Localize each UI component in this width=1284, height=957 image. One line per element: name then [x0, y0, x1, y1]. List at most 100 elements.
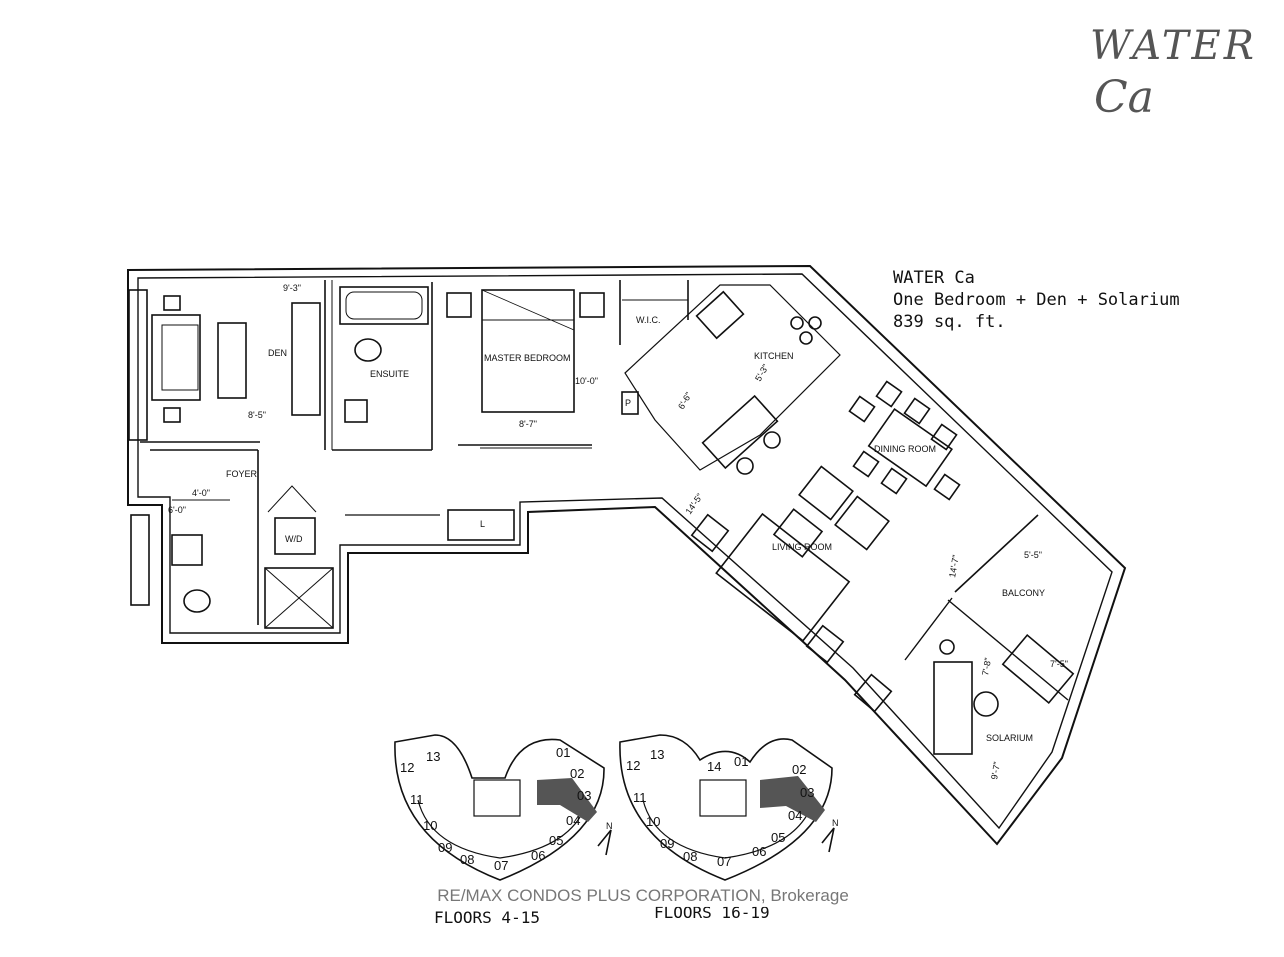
key-plan-2-unit-13: 13: [650, 747, 664, 762]
key-plan-2-label: FLOORS 16-19: [654, 903, 770, 922]
solarium-stool: [939, 639, 955, 655]
key-plan-2-unit-04: 04: [788, 808, 802, 823]
key-plan-1-outline: [394, 734, 605, 881]
key-plan-1-unit-06: 06: [531, 848, 545, 863]
key-plan-floors-4-15: 01 02 03 04 05 06 07 08 09 10 11 12 13 N…: [394, 734, 613, 927]
room-label-pantry: P: [625, 398, 631, 408]
stove-burner-3: [799, 331, 813, 345]
bath-toilet: [183, 589, 211, 613]
exterior-wall-outer: [127, 264, 1127, 846]
dimension-den-width: 9'-3": [283, 283, 301, 293]
vanity: [344, 399, 368, 423]
room-label-balcony: BALCONY: [1002, 588, 1045, 598]
dimension-balcony-depth: 7'-5": [1050, 659, 1068, 669]
pantry: [621, 391, 639, 415]
solarium-bench: [933, 661, 973, 755]
toilet: [354, 338, 382, 362]
unit-type: One Bedroom + Den + Solarium: [893, 290, 1180, 310]
stool-1: [736, 457, 754, 475]
stool-2: [763, 431, 781, 449]
key-plan-1-north-label: N: [606, 821, 613, 831]
bed: [481, 289, 575, 413]
solarium-table: [973, 691, 999, 717]
dimension-kitchen-b: 6'-6": [676, 390, 694, 411]
room-label-dining-room: DINING ROOM: [874, 444, 936, 454]
room-label-kitchen: KITCHEN: [754, 351, 794, 361]
balcony-wall: [954, 514, 1039, 593]
key-plan-2-highlight: [760, 776, 825, 822]
dimension-living-depth: 14'-7": [947, 554, 961, 578]
solarium-door: [904, 597, 953, 661]
key-plan-1-unit-12: 12: [400, 760, 414, 775]
dimension-balcony-width: 5'-5": [1024, 550, 1042, 560]
key-plan-2-unit-05: 05: [771, 830, 785, 845]
den-window: [128, 289, 148, 441]
side-table-2: [805, 624, 845, 664]
linen-closet: [447, 509, 515, 541]
key-plan-1-unit-09: 09: [438, 840, 452, 855]
key-plan-2-unit-01: 01: [734, 754, 748, 769]
dining-chair-5: [852, 450, 880, 478]
dimension-kitchen-a: 5'-3": [753, 362, 771, 383]
key-plan-2-unit-02: 02: [792, 762, 806, 777]
brokerage-watermark: RE/MAX CONDOS PLUS CORPORATION, Brokerag…: [386, 885, 900, 907]
side-table: [690, 513, 730, 553]
key-plan-1-highlight: [537, 778, 597, 822]
coffee-table: [217, 322, 247, 399]
mechanical-shaft: [264, 567, 334, 629]
radiator: [853, 673, 893, 713]
bathtub: [339, 286, 429, 325]
dining-chair-7: [933, 473, 961, 501]
nightstand-2: [579, 292, 605, 318]
ottoman: [772, 508, 824, 558]
handwritten-line-2: Ca: [1094, 72, 1154, 123]
key-plan-1-north-arrow: [597, 829, 612, 856]
room-label-washer-dryer: W/D: [285, 534, 303, 544]
armchair-1: [798, 465, 854, 521]
key-plan-2-core: [699, 779, 747, 817]
unit-size: 839 sq. ft.: [893, 312, 1006, 332]
dimension-bedroom-depth: 10'-0": [575, 376, 598, 386]
chair-1: [163, 295, 181, 311]
key-plan-1-unit-04: 04: [566, 813, 580, 828]
key-plan-1-unit-13: 13: [426, 749, 440, 764]
living-sofa: [715, 512, 851, 642]
key-plan-1-label: FLOORS 4-15: [434, 908, 540, 927]
dimension-bedroom-width: 8'-7": [519, 419, 537, 429]
handwritten-note: WATER Ca: [1090, 20, 1257, 124]
key-plan-2-north-label: N: [832, 818, 839, 828]
desk: [291, 302, 321, 416]
key-plan-2-unit-07: 07: [717, 854, 731, 869]
key-plan-2-unit-10: 10: [646, 814, 660, 829]
key-plan-2-unit-12: 12: [626, 758, 640, 773]
dining-table: [867, 407, 953, 488]
balcony-planter: [1001, 634, 1075, 704]
room-label-foyer: FOYER: [226, 469, 258, 479]
room-label-den: DEN: [268, 348, 287, 358]
key-plan-1-unit-05: 05: [549, 833, 563, 848]
key-plan-1-unit-03: 03: [577, 788, 591, 803]
kitchen-sink: [695, 290, 745, 340]
armchair-2: [834, 495, 890, 551]
key-plan-1-unit-01: 01: [556, 745, 570, 760]
dimension-foyer-width: 4'-0": [192, 488, 210, 498]
handwritten-line-1: WATER: [1090, 23, 1257, 69]
key-plan-2-unit-14: 14: [707, 759, 721, 774]
key-plan-2-unit-08: 08: [683, 849, 697, 864]
bath-window: [130, 514, 150, 606]
key-plan-floors-16-19: 01 02 03 04 05 06 07 08 09 10 11 12 13 1…: [619, 734, 839, 922]
key-plan-2-unit-06: 06: [752, 844, 766, 859]
sofa-cushion: [161, 324, 199, 391]
dining-chair-3: [903, 397, 931, 425]
stove-burner-1: [790, 316, 804, 330]
dimension-bath-width: 6'-0": [168, 505, 186, 515]
unit-title-block: WATER Ca One Bedroom + Den + Solarium 83…: [893, 267, 1180, 333]
room-label-ensuite: ENSUITE: [370, 369, 409, 379]
key-plan-2-unit-09: 09: [660, 836, 674, 851]
key-plan-2-north-arrow: [821, 827, 835, 853]
dining-chair-1: [848, 395, 876, 423]
dimension-den-depth: 8'-5": [248, 410, 266, 420]
bath-vanity: [171, 534, 203, 566]
